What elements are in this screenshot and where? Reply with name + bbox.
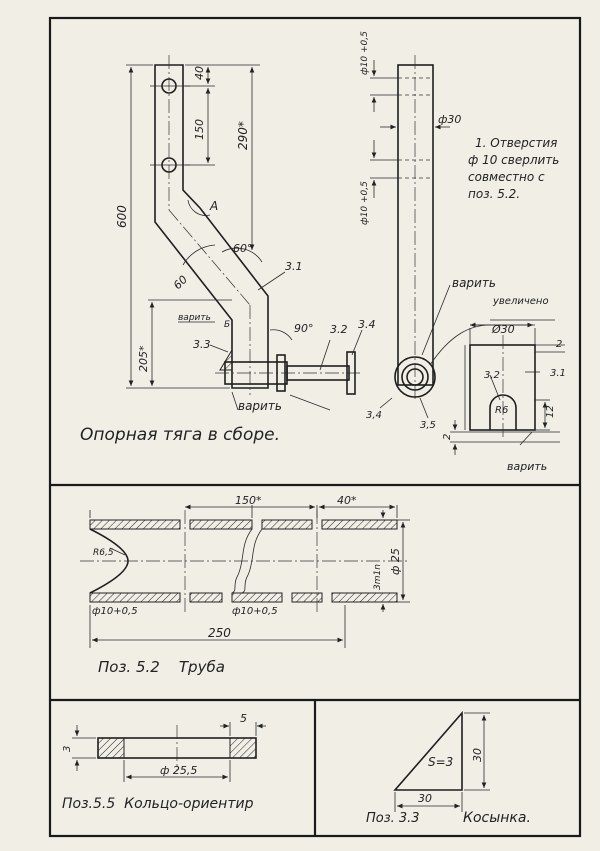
dim-205: 205* — [137, 345, 150, 372]
dim-40: 40 — [193, 66, 206, 80]
tube-dim-d10-a: ф10+0,5 — [92, 606, 138, 617]
tube-caption: Поз. 5.2 Труба — [98, 658, 225, 676]
weld-label-1: варить — [178, 313, 211, 323]
dim-290: 290* — [236, 121, 250, 150]
gusset-caption-pos: Поз. 3.3 — [366, 811, 420, 826]
tube-dim-250: 250 — [208, 626, 231, 640]
gusset-caption-name: Косынка. — [463, 810, 531, 826]
gusset-dim-30-vertical: 30 — [471, 748, 484, 762]
angle-60-upper: 60° — [233, 242, 253, 255]
angle-60-lower: 60 — [171, 273, 190, 292]
assembly-front-view — [126, 55, 363, 411]
magnified-detail — [450, 319, 565, 455]
ring-drawing — [72, 722, 266, 782]
label-3-1-detail: 3.1 — [550, 368, 566, 379]
tube-drawing — [80, 504, 410, 648]
tube-dim-40: 40* — [337, 494, 357, 507]
tube-dim-d10-b: ф10+0,5 — [232, 606, 278, 617]
weld-label-2: варить — [238, 399, 282, 413]
note-line-1: 1. Отверстия — [475, 136, 557, 150]
note-line-3: совместно с — [468, 170, 545, 184]
side-tube-outer — [394, 356, 436, 398]
gusset-drawing — [393, 710, 490, 812]
label-3-3: 3.3 — [193, 338, 211, 351]
label-3-4-side: 3,4 — [366, 410, 382, 421]
ring-dim-5: 5 — [240, 712, 247, 725]
tube-dim-r65: R6,5 — [93, 548, 114, 558]
label-3-5: 3,5 — [420, 420, 436, 431]
tube-wall-bottom-1 — [89, 592, 181, 603]
dim-2-detail-b: 2 — [442, 434, 453, 440]
weld-label-4: варить — [507, 460, 547, 473]
tube-dim-wall: 3m1n — [373, 564, 383, 590]
assembly-side-view — [370, 55, 491, 419]
dim-r6: R6 — [495, 405, 508, 416]
label-3-2-detail: 3,2 — [484, 370, 500, 381]
angle-90: 90° — [294, 322, 314, 335]
ring-caption: Поз.5.5 Кольцо-ориентир — [62, 796, 254, 812]
label-3-1: 3.1 — [285, 260, 303, 273]
dim-2-detail-a: 2 — [556, 339, 562, 350]
weld-label-3: варить — [452, 276, 496, 290]
dim-d10-side: ф10 +0,5 — [360, 181, 370, 225]
dim-d10-top: ф10 +0,5 — [360, 31, 370, 75]
magnified-label: увеличено — [492, 296, 549, 307]
label-a: А — [209, 199, 218, 213]
ring-dim-3: 3 — [62, 746, 73, 752]
assembly-caption: Опорная тяга в сборе. — [80, 425, 280, 445]
label-3-4: 3.4 — [358, 318, 376, 331]
note-line-2: ф 10 сверлить — [468, 153, 559, 167]
tube-dim-d25: ф 25 — [389, 548, 402, 575]
dim-d30-detail: Ø30 — [491, 323, 515, 336]
note-line-4: поз. 5.2. — [468, 187, 520, 201]
tube-wall-top-1 — [89, 519, 181, 530]
dim-150: 150 — [193, 119, 206, 140]
gusset-dim-30-horizontal: 30 — [418, 792, 432, 805]
gusset — [219, 348, 233, 371]
label-3-2: 3.2 — [330, 323, 348, 336]
label-b: Б — [224, 320, 230, 330]
tube-dim-150: 150* — [235, 494, 262, 507]
dim-600: 600 — [115, 205, 129, 228]
gusset-thickness: S=3 — [428, 755, 453, 769]
pin — [286, 365, 350, 381]
dim-d30: ф30 — [438, 113, 461, 126]
ring-dim-d25-5: ф 25,5 — [160, 764, 197, 777]
dim-12: 12 — [545, 405, 556, 418]
